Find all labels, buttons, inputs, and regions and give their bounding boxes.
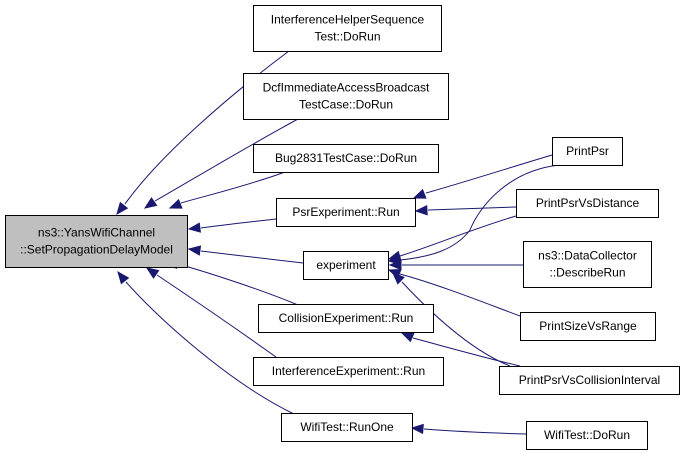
node-psr[interactable]: PsrExperiment::Run <box>276 198 416 227</box>
node-label: TestCase::DoRun <box>299 98 393 112</box>
node-box <box>5 215 188 268</box>
node-box <box>523 241 652 288</box>
edge-ppd-to-exp <box>387 215 517 261</box>
node-box <box>281 413 413 442</box>
edge-line <box>177 263 299 306</box>
node-ndc[interactable]: ns3::DataCollector::DescribeRun <box>523 241 652 288</box>
edge-ppci-to-col <box>400 332 521 367</box>
node-psvr[interactable]: PrintSizeVsRange <box>520 312 656 341</box>
node-box <box>552 137 623 166</box>
arrowhead <box>187 245 202 256</box>
node-label: DcfImmediateAccessBroadcast <box>263 81 430 95</box>
edge-line <box>200 218 277 229</box>
node-box <box>258 304 434 333</box>
node-label: Bug2831TestCase::DoRun <box>275 151 417 165</box>
node-label: WifiTest::RunOne <box>300 420 394 434</box>
edge-ihs-to-ysw <box>116 50 290 216</box>
node-label: InterferenceHelperSequence <box>271 13 425 27</box>
node-label: ::SetPropagationDelayModel <box>20 243 173 257</box>
edge-line <box>180 171 286 204</box>
node-pp[interactable]: PrintPsr <box>552 137 623 166</box>
node-label: Test::DoRun <box>314 30 380 44</box>
arrowhead <box>400 332 415 343</box>
arrowhead <box>117 270 130 285</box>
edge-line <box>427 206 517 211</box>
edge-int-to-ysw <box>145 267 277 358</box>
edge-line <box>412 337 521 367</box>
edge-line <box>399 215 517 257</box>
edge-exp-to-ysw <box>187 245 304 264</box>
arrowhead <box>410 423 424 435</box>
arrowhead <box>392 272 405 285</box>
node-box <box>243 73 449 120</box>
node-wro[interactable]: WifiTest::RunOne <box>281 413 413 442</box>
node-label: CollisionExperiment::Run <box>279 311 414 325</box>
node-dia[interactable]: DcfImmediateAccessBroadcastTestCase::DoR… <box>243 73 449 120</box>
node-label: ns3::DataCollector <box>538 249 637 263</box>
edge-ppci-to-exp <box>392 272 511 367</box>
edge-line <box>124 50 290 205</box>
edge-line <box>399 164 561 261</box>
node-ysw[interactable]: ns3::YansWifiChannel::SetPropagationDela… <box>5 215 188 268</box>
node-label: experiment <box>316 258 376 272</box>
arrowhead <box>116 201 129 216</box>
edge-ndc-to-exp <box>388 259 524 271</box>
edge-line <box>200 250 304 264</box>
node-box <box>253 144 439 173</box>
node-col[interactable]: CollisionExperiment::Run <box>258 304 434 333</box>
node-label: WifiTest::DoRun <box>544 428 630 442</box>
edge-psr-to-ysw <box>187 218 277 233</box>
node-label: ::DescribeRun <box>549 266 625 280</box>
nodes-layer: ns3::YansWifiChannel::SetPropagationDela… <box>5 5 680 450</box>
node-label: PrintSizeVsRange <box>539 319 637 333</box>
node-int[interactable]: InterferenceExperiment::Run <box>253 357 444 386</box>
edge-bug-to-ysw <box>168 171 286 209</box>
node-label: ns3::YansWifiChannel <box>38 226 155 240</box>
arrowhead <box>387 250 402 261</box>
arrowhead <box>412 188 427 199</box>
node-box <box>526 421 648 450</box>
arrowhead <box>168 198 183 209</box>
edge-line <box>425 154 553 194</box>
node-box <box>303 251 389 280</box>
node-ppci[interactable]: PrintPsrVsCollisionInterval <box>499 366 680 395</box>
edge-line <box>399 273 521 317</box>
node-label: PrintPsr <box>566 144 609 158</box>
edge-pp-to-psr <box>412 154 553 199</box>
node-label: PrintPsrVsCollisionInterval <box>519 373 660 387</box>
node-box <box>253 357 444 386</box>
edge-line <box>401 281 511 367</box>
arrowhead <box>143 197 158 209</box>
arrowhead <box>187 222 201 233</box>
node-box <box>253 5 442 52</box>
node-box <box>520 312 656 341</box>
node-label: PsrExperiment::Run <box>292 205 399 219</box>
node-bug[interactable]: Bug2831TestCase::DoRun <box>253 144 439 173</box>
node-exp[interactable]: experiment <box>303 251 389 280</box>
edge-dia-to-ysw <box>143 118 299 209</box>
arrowhead <box>388 259 402 271</box>
edge-line <box>154 118 299 202</box>
node-label: InterferenceExperiment::Run <box>272 364 425 378</box>
node-wdr[interactable]: WifiTest::DoRun <box>526 421 648 450</box>
edge-line <box>156 274 277 358</box>
node-ppd[interactable]: PrintPsrVsDistance <box>516 189 659 218</box>
edge-line <box>125 281 295 415</box>
edge-line <box>423 428 527 435</box>
edge-wdr-to-wro <box>410 423 527 435</box>
arrowhead <box>145 267 160 279</box>
edge-ppd-to-psr <box>414 205 517 216</box>
node-box <box>276 198 416 227</box>
node-box <box>499 366 680 395</box>
edge-wro-to-ysw <box>117 270 295 415</box>
arrowhead <box>414 205 428 216</box>
edges-layer <box>116 50 561 435</box>
node-box <box>516 189 659 218</box>
node-label: PrintPsrVsDistance <box>536 196 640 210</box>
